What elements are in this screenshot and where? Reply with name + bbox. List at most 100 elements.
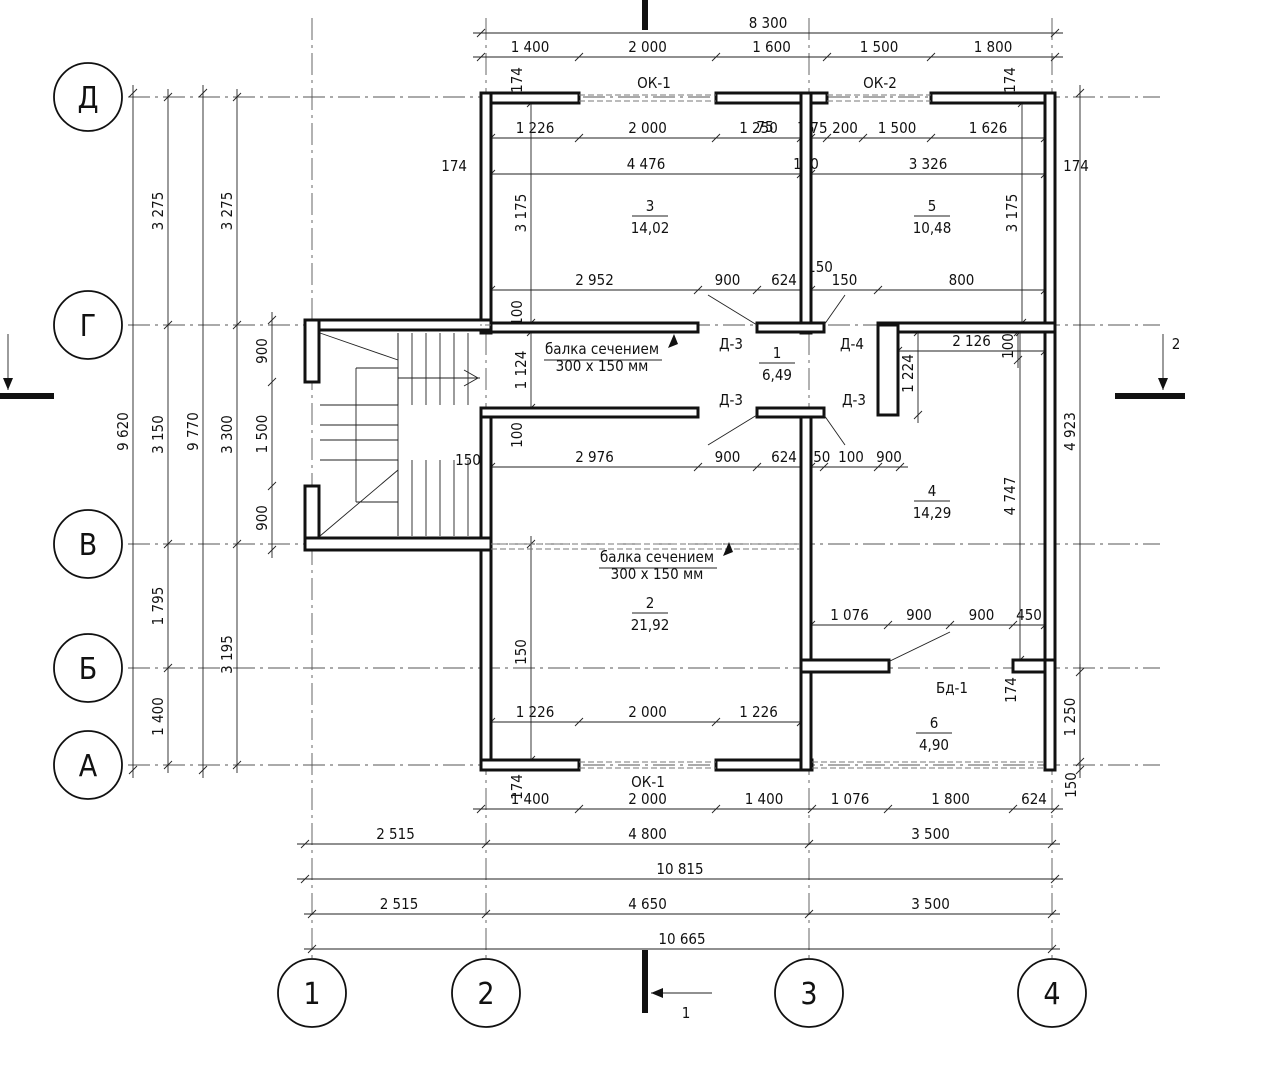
dimension-chain: 9 770 (184, 85, 208, 778)
dimension-tick (481, 909, 491, 919)
dimension-value: 10 815 (656, 860, 703, 878)
dimension-tick (926, 133, 936, 143)
axis-bubble (1017, 958, 1087, 1028)
dimension-tick (163, 760, 173, 770)
section-marker-1: 1 (642, 0, 712, 1022)
dimension-value: 2 000 (628, 703, 667, 721)
axis-bubble (53, 290, 123, 360)
dimension-value: 3 326 (909, 155, 948, 173)
dimension-value: 1 800 (931, 790, 970, 808)
dimension-value: 8 300 (749, 14, 788, 32)
dimension-value: 150 (1062, 772, 1080, 798)
wall-segment (755, 321, 826, 334)
dimension-chain: 1 250 (1061, 664, 1085, 770)
dimension-tick (574, 804, 584, 814)
dimension-value: 1 250 (1061, 698, 1079, 737)
dimension-tick (926, 52, 936, 62)
wall-segment (799, 658, 891, 674)
dimension-value: 100 (508, 422, 526, 448)
dimension-tick (1075, 667, 1085, 677)
wall-segment (799, 406, 813, 666)
dimension-tick (873, 285, 883, 295)
dimension-value: 150 (832, 271, 858, 289)
room-number: 2 (646, 594, 655, 612)
dimension-chain: 1 124 (512, 324, 536, 416)
wall-segment (479, 321, 700, 334)
opening-label: Д-4 (840, 335, 864, 353)
axis-bubble (53, 509, 123, 579)
dimension-value: 174 (1001, 67, 1019, 93)
dimension-chain: 4 923 (1061, 85, 1085, 778)
dimension-value: 1 400 (745, 790, 784, 808)
room-number: 3 (646, 197, 655, 215)
stair-line (319, 332, 399, 361)
dimension-tick (1050, 52, 1060, 62)
dimension-value: 9 770 (184, 412, 202, 451)
dimension-value: 150 (807, 258, 833, 276)
dimension-tick (1008, 620, 1018, 630)
axis-label: 3 (800, 977, 817, 1012)
dimension-value: 4 747 (1001, 477, 1019, 516)
dimension-value: 900 (715, 271, 741, 289)
opening-label: Д-3 (719, 335, 743, 353)
axis-bubble (277, 958, 347, 1028)
dimension-tick (883, 620, 893, 630)
dimension-value: 900 (906, 606, 932, 624)
wall-segment (303, 318, 321, 384)
wall-segment (876, 321, 1057, 334)
dimension-value: 1 500 (860, 38, 899, 56)
wall-segment (303, 536, 493, 552)
dimension-tick (128, 765, 138, 775)
dimension-tick (822, 52, 832, 62)
dimension-tick (822, 133, 832, 143)
room-area: 10,48 (913, 219, 952, 237)
section-label: 1 (682, 1004, 691, 1022)
dimension-value: 174 (1063, 157, 1089, 175)
axis-bubble (53, 633, 123, 703)
dimension-tick (300, 874, 310, 884)
room-number: 1 (773, 344, 782, 362)
dimension-value: 100 (999, 333, 1017, 359)
room-number: 4 (928, 482, 937, 500)
dimension-tick (232, 760, 242, 770)
dimension-tick (1075, 757, 1085, 767)
dimension-value: 75 (810, 119, 827, 137)
wall-segment (755, 406, 826, 419)
dimension-value: 100 (838, 448, 864, 466)
dimension-value: 1 500 (878, 119, 917, 137)
dimension-value: 4 650 (628, 895, 667, 913)
dimension-chain: 10 665 (304, 930, 1060, 954)
beam-label: балка сечением (600, 548, 714, 566)
dimension-tick (752, 285, 762, 295)
wall-segment (799, 658, 813, 772)
axis-label: Д (77, 81, 98, 116)
dimension-value: 2 952 (575, 271, 614, 289)
dimension-value: 3 300 (218, 415, 236, 454)
dimension-tick (476, 28, 486, 38)
beam-label: балка сечением (545, 340, 659, 358)
opening-label: Д-3 (842, 391, 866, 409)
dimension-tick (574, 133, 584, 143)
dimension-value: 4 923 (1061, 412, 1079, 451)
axis-label: Г (80, 309, 96, 344)
plan-details (319, 94, 1045, 769)
dimension-value: 1 226 (516, 703, 555, 721)
dimension-value: 3 275 (218, 192, 236, 231)
door-swing (823, 294, 846, 326)
dimension-tick (895, 462, 905, 472)
stair-line (319, 469, 399, 537)
dimension-value: 3 175 (1003, 194, 1021, 233)
dimension-value: 624 (1021, 790, 1047, 808)
dimension-value: 3 500 (911, 825, 950, 843)
wall-segment (714, 91, 829, 105)
section-marker-2: 2 (0, 334, 1185, 399)
arrow-head (1158, 378, 1168, 390)
stair-arrow (463, 369, 479, 387)
room-area: 14,02 (631, 219, 670, 237)
dimension-value: 2 976 (575, 448, 614, 466)
